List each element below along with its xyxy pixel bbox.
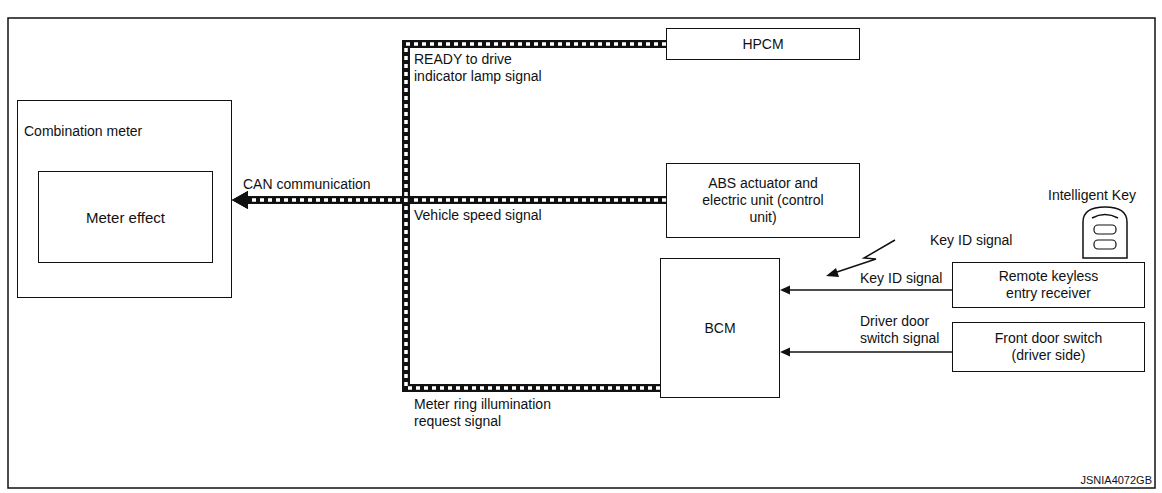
box-label: BCM <box>704 320 735 337</box>
signal-wire <box>780 286 952 295</box>
signal-label: Key ID signal <box>860 270 942 287</box>
signal-wire <box>780 348 952 357</box>
meter-function-box: Meter effect <box>38 171 213 263</box>
control-unit-box: BCM <box>660 258 780 398</box>
diagram-frame <box>8 18 1155 488</box>
intelligent-key-illustration <box>1083 207 1127 258</box>
box-label: Front door switch (driver side) <box>986 330 1111 364</box>
meter-unit-box: Combination meterMeter effect <box>17 100 232 298</box>
control-unit-box: ABS actuator and electric unit (control … <box>666 163 860 238</box>
key-fob-logo <box>1092 215 1118 219</box>
bolt-line <box>834 240 895 273</box>
wire-line <box>789 289 952 291</box>
box-heading: Combination meter <box>24 123 142 140</box>
wire-line <box>789 351 952 353</box>
key-fob-button <box>1094 240 1116 249</box>
switch-box: Front door switch (driver side) <box>952 322 1145 372</box>
can-bus-connector <box>232 44 666 209</box>
arrowhead <box>232 191 248 209</box>
control-unit-box: HPCM <box>666 28 860 60</box>
bus-label: CAN communication <box>243 176 371 193</box>
key-label: Intelligent Key <box>1048 187 1136 204</box>
arrowhead <box>780 286 790 295</box>
bus-outline <box>247 200 660 388</box>
arrowhead <box>780 348 790 357</box>
signal-label: Key ID signal <box>930 232 1012 249</box>
bus-pattern <box>247 200 660 388</box>
figure-code: JSNIA4072GB <box>1080 472 1152 489</box>
box-label: ABS actuator and electric unit (control … <box>698 175 828 226</box>
box-label: HPCM <box>742 36 783 53</box>
signal-label: Meter ring illumination request signal <box>414 396 579 430</box>
arrowhead <box>232 191 248 209</box>
can-bus-connector <box>232 191 660 388</box>
bolt-arrowhead <box>826 268 839 277</box>
box-label: Remote keyless entry receiver <box>989 268 1109 302</box>
key-fob-button <box>1094 225 1116 234</box>
receiver-box: Remote keyless entry receiver <box>952 262 1145 308</box>
key-fob-body <box>1083 207 1127 258</box>
arrowhead <box>232 191 248 209</box>
signal-label: Vehicle speed signal <box>414 207 542 224</box>
signal-label: Driver door switch signal <box>860 313 960 347</box>
box-label: Meter effect <box>86 209 165 226</box>
signal-label: READY to drive indicator lamp signal <box>414 51 554 85</box>
